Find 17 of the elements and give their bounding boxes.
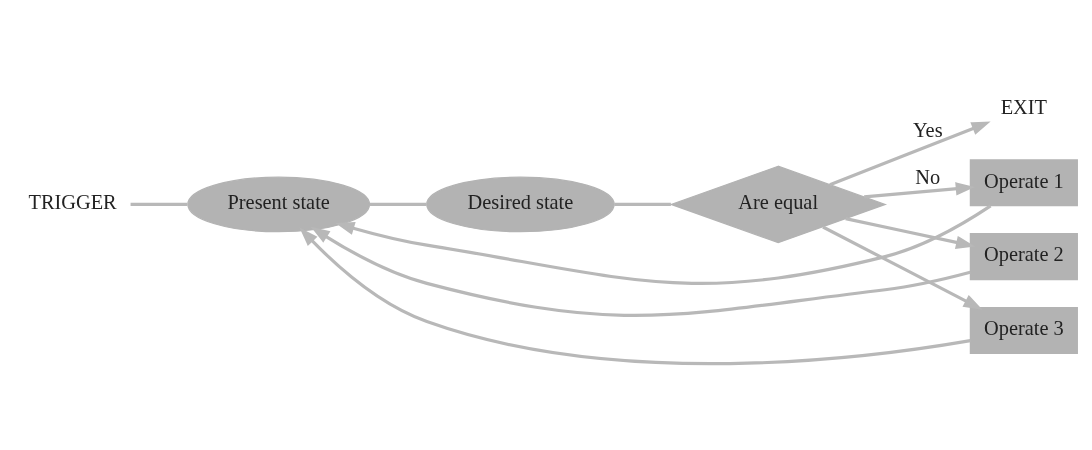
arrow xyxy=(299,227,971,366)
node-box: Operate 2 xyxy=(969,233,1078,281)
arrow xyxy=(822,225,983,310)
connector xyxy=(369,202,427,207)
connector xyxy=(614,202,671,207)
node-box: Operate 3 xyxy=(969,306,1078,354)
arrow xyxy=(335,204,992,285)
edge-label: Yes xyxy=(912,118,943,141)
arrow xyxy=(310,226,971,317)
connector xyxy=(130,202,188,207)
node-diamond: Are equal xyxy=(669,165,887,244)
node-text: EXIT xyxy=(1000,95,1048,118)
arrow xyxy=(829,121,991,187)
node-ellipse: Desired state xyxy=(426,176,615,233)
node-text: TRIGGER xyxy=(28,191,117,214)
edge-label: No xyxy=(915,165,941,188)
node-box: Operate 1 xyxy=(969,159,1078,207)
